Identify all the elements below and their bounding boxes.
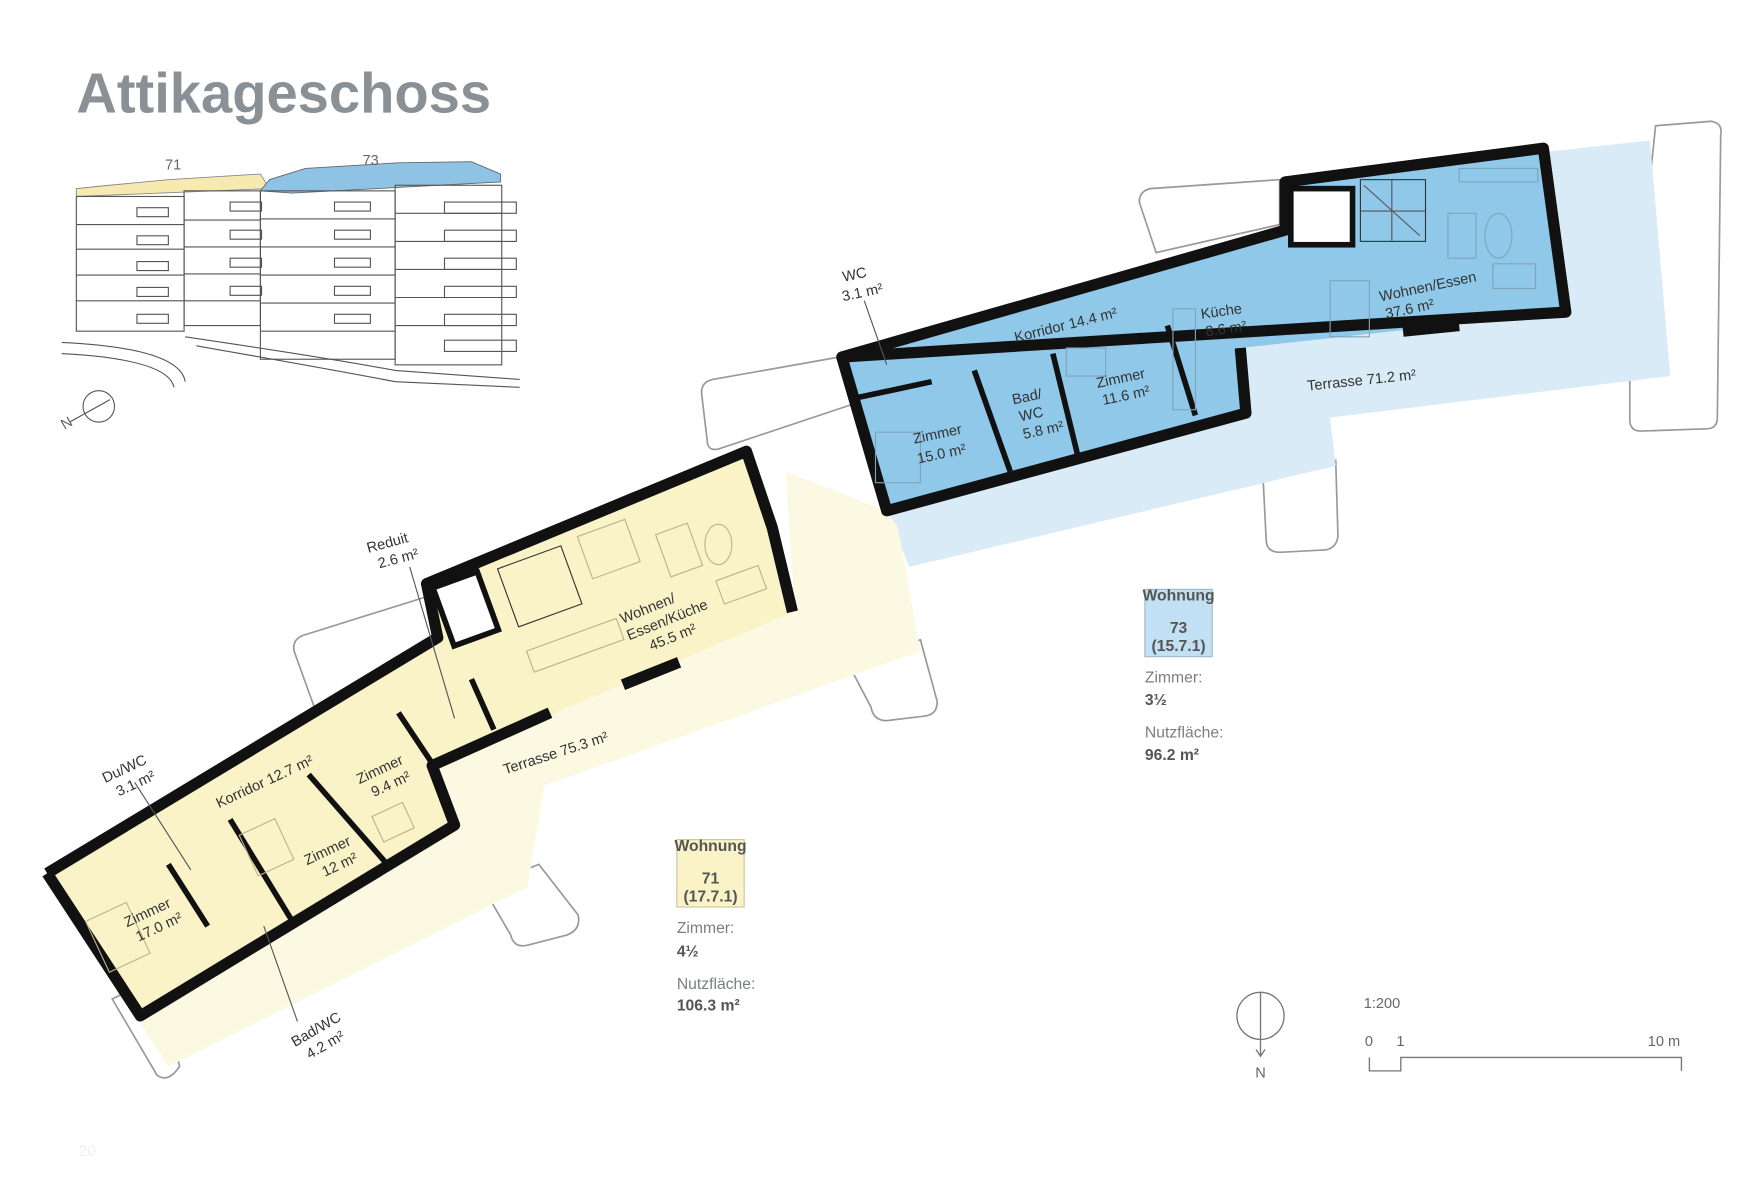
scale-ratio: 1:200 — [1364, 996, 1400, 1012]
unit73-rooms-value: 3½ — [1145, 692, 1167, 709]
north-arrow: N — [1236, 991, 1285, 1082]
thumbnail-label-73: 73 — [363, 153, 379, 169]
unit71-area-value: 106.3 m² — [677, 997, 740, 1014]
north-label: N — [1255, 1066, 1266, 1082]
unit71-code: (17.7.1) — [683, 888, 737, 905]
scale-tick-1: 1 — [1396, 1034, 1404, 1050]
page-number: 20 — [79, 1143, 97, 1160]
unit73-info: Wohnung 73 (15.7.1) Zimmer: 3½ Nutzfläch… — [1143, 588, 1224, 764]
page-title: Attikageschoss — [76, 61, 491, 124]
unit71-badge-label: Wohnung — [674, 838, 746, 855]
room-label-bad-wc-73-line2: WC — [1018, 405, 1045, 426]
unit71-floor-plan — [42, 445, 798, 1022]
thumbnail-north-label: N — [58, 414, 75, 433]
room-label-kueche: Küche — [1200, 301, 1243, 323]
room-label-wc: WC — [841, 265, 868, 286]
room-label-bad-wc-73: Bad/ — [1011, 386, 1045, 408]
unit71-info: Wohnung 71 (17.7.1) Zimmer: 4½ Nutzfläch… — [674, 838, 755, 1014]
unit73-code: (15.7.1) — [1152, 638, 1206, 655]
unit71-number: 71 — [702, 870, 720, 887]
scale-tick-10: 10 m — [1648, 1034, 1680, 1050]
unit73-badge-label: Wohnung — [1143, 588, 1215, 605]
thumbnail-label-71: 71 — [165, 158, 181, 174]
unit73-floor-plan — [836, 142, 1572, 517]
unit71-badge — [676, 839, 745, 908]
unit73-area-value: 96.2 m² — [1145, 747, 1199, 764]
unit71-rooms-label: Zimmer: — [677, 920, 735, 937]
unit71-terrace — [134, 471, 921, 1067]
scale-tick-0: 0 — [1365, 1034, 1373, 1050]
unit73-number: 73 — [1170, 620, 1188, 637]
unit71-rooms-value: 4½ — [677, 943, 699, 960]
building-thumbnail: 71 73 N — [58, 153, 520, 433]
unit71-area-label: Nutzfläche: — [677, 976, 756, 993]
unit73-badge — [1144, 588, 1213, 658]
scale-bar: 1:200 0 1 10 m — [1364, 996, 1683, 1072]
unit73-roof-highlight — [259, 161, 502, 194]
unit71-roof-highlight — [75, 173, 271, 197]
room-area-kueche: 8.6 m² — [1205, 319, 1248, 341]
unit73-area-label: Nutzfläche: — [1145, 724, 1224, 741]
unit73-rooms-label: Zimmer: — [1145, 670, 1203, 687]
